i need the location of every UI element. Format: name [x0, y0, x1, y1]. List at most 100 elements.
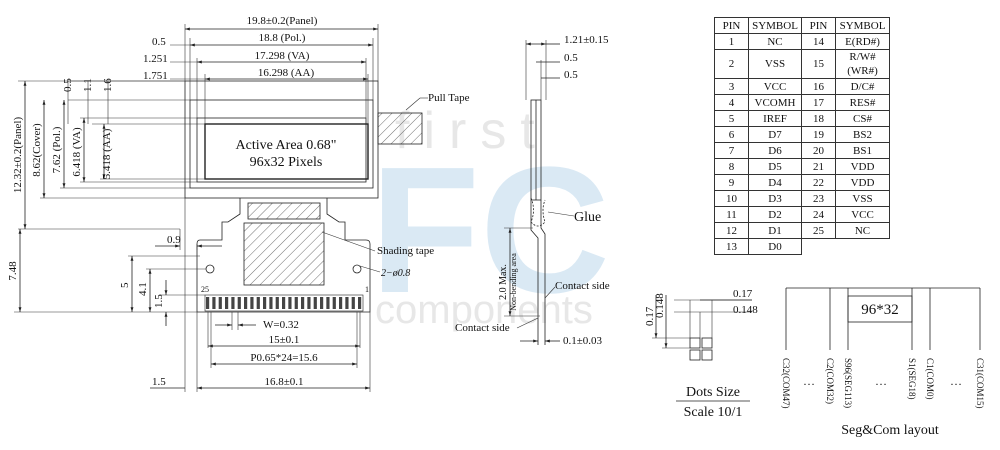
dot-tr	[701, 337, 713, 349]
pin-table-cell: 10	[714, 190, 749, 207]
polarizer-outline	[189, 99, 374, 189]
pin-table-cell: VCC	[835, 206, 890, 223]
pin-label-1: 1	[365, 285, 369, 294]
side-view: Glue 1.21±0.15 0.5 0.5 2.0 Max. Non-bend…	[455, 34, 610, 347]
fpc-pin	[231, 297, 235, 309]
fpc-pin	[307, 297, 311, 309]
contact-side-lower: Contact side	[455, 322, 510, 334]
pin-table-cell: IREF	[748, 110, 802, 127]
segcom-ellipsis-2: …	[875, 374, 887, 388]
pin-table-cell: D4	[748, 174, 802, 191]
pin-table-cell: D/C#	[835, 78, 890, 95]
active-area-outline	[204, 123, 369, 180]
pin-table-cell: 14	[801, 33, 836, 50]
dim-pol-width: 18.8 (Pol.)	[259, 32, 306, 44]
segcom-label-c31: C31(COM15)	[975, 358, 985, 409]
pin-table-cell: VSS	[835, 190, 890, 207]
mount-hole-left	[205, 264, 215, 274]
watermark-fc: FC	[370, 130, 610, 331]
segcom-layout: 96*32 C32(COM47) C2(COM32) S96(SEG113) S…	[781, 287, 985, 438]
shading-tape	[243, 222, 325, 286]
dim-01: 0.1±0.03	[563, 335, 603, 347]
dim-side-05b: 0.5	[564, 69, 578, 81]
pin-table-cell: D2	[748, 206, 802, 223]
dim-pitch: P0.65*24=15.6	[250, 352, 318, 364]
fpc-pin	[263, 297, 267, 309]
pin-table-cell: 19	[801, 126, 836, 143]
dim-aa-height-label: 5.418 (AA)	[101, 128, 113, 179]
dim-15-vertical: 1.5	[153, 294, 165, 308]
pin-table-cell	[836, 239, 890, 255]
dim-dot-017-v: 0.17	[644, 306, 656, 326]
pin-table-cell: 3	[714, 78, 749, 95]
glue-label: Glue	[574, 210, 601, 225]
fpc-pin	[345, 297, 349, 309]
active-area-label: Active Area 0.68"	[236, 138, 337, 153]
pin-table-cell: 24	[801, 206, 836, 223]
max-label: 2.0 Max.	[498, 264, 509, 300]
dim-offset-aa: 1.751	[143, 70, 168, 82]
dim-pol-height: 7.62 (Pol.)	[51, 126, 63, 173]
pin-table-cell: D7	[748, 126, 802, 143]
segcom-label-s96: S96(SEG113)	[843, 358, 853, 408]
dim-09: 0.9	[167, 234, 181, 246]
dim-cover-height: 8.62(Cover)	[31, 123, 43, 177]
col-pin-2: PIN	[801, 17, 836, 34]
pin-table-cell: 22	[801, 174, 836, 191]
pin-table-cell: 25	[801, 222, 836, 239]
viewing-area-outline	[196, 117, 367, 183]
dot-br	[701, 349, 713, 361]
pin-table-cell: 21	[801, 158, 836, 175]
fpc-pin	[301, 297, 305, 309]
dots-scale: Scale 10/1	[684, 405, 743, 420]
dim-aa-width: 16.298 (AA)	[258, 67, 315, 79]
pin-table-cell: 16	[801, 78, 836, 95]
dim-va-height: 6.418 (VA)	[71, 127, 83, 177]
fpc-pin	[358, 297, 362, 309]
dots-title: Dots Size	[686, 385, 740, 400]
segcom-title: Seg&Com layout	[841, 423, 939, 438]
fpc-pin	[206, 297, 210, 309]
pin-table-cell: 11	[714, 206, 749, 223]
fpc-pin	[256, 297, 260, 309]
pin-table-cell: 20	[801, 142, 836, 159]
shading-tape-upper	[247, 202, 321, 220]
dim-va-width: 17.298 (VA)	[255, 50, 310, 62]
nonbend-label: Non-bending area	[509, 253, 518, 311]
fpc-pin	[212, 297, 216, 309]
dim-15-width: 15±0.1	[269, 334, 300, 346]
dot-tl	[689, 337, 701, 349]
pin-table-cell: NC	[748, 33, 802, 50]
pin-table-cell: 9	[714, 174, 749, 191]
dot-bl	[689, 349, 701, 361]
fpc-pin	[237, 297, 241, 309]
pin-table-cell	[802, 239, 836, 255]
pin-table-cell: 7	[714, 142, 749, 159]
pin-table-cell: VCOMH	[748, 94, 802, 111]
dim-offset-va: 1.251	[143, 53, 168, 65]
segcom-box-label: 96*32	[861, 302, 899, 318]
dim-15-horizontal: 1.5	[152, 376, 166, 388]
fpc-outline	[196, 198, 371, 313]
pin-table-cell: D3	[748, 190, 802, 207]
pin-table-cell: 17	[801, 94, 836, 111]
front-view: Active Area 0.68" 96x32 Pixels Pull Tape…	[7, 15, 470, 392]
fpc-pin	[339, 297, 343, 309]
contact-side-upper: Contact side	[555, 280, 610, 292]
dim-5: 5	[119, 282, 131, 288]
dim-panel-width: 19.8±0.2(Panel)	[247, 15, 318, 27]
fpc-pin	[250, 297, 254, 309]
pin-table-cell: VSS	[748, 49, 802, 79]
pin-table-cell: BS1	[835, 142, 890, 159]
pin-table-cell: 4	[714, 94, 749, 111]
dim-dot-0148-h: 0.148	[733, 304, 758, 316]
segcom-ellipsis-1: …	[803, 374, 815, 388]
